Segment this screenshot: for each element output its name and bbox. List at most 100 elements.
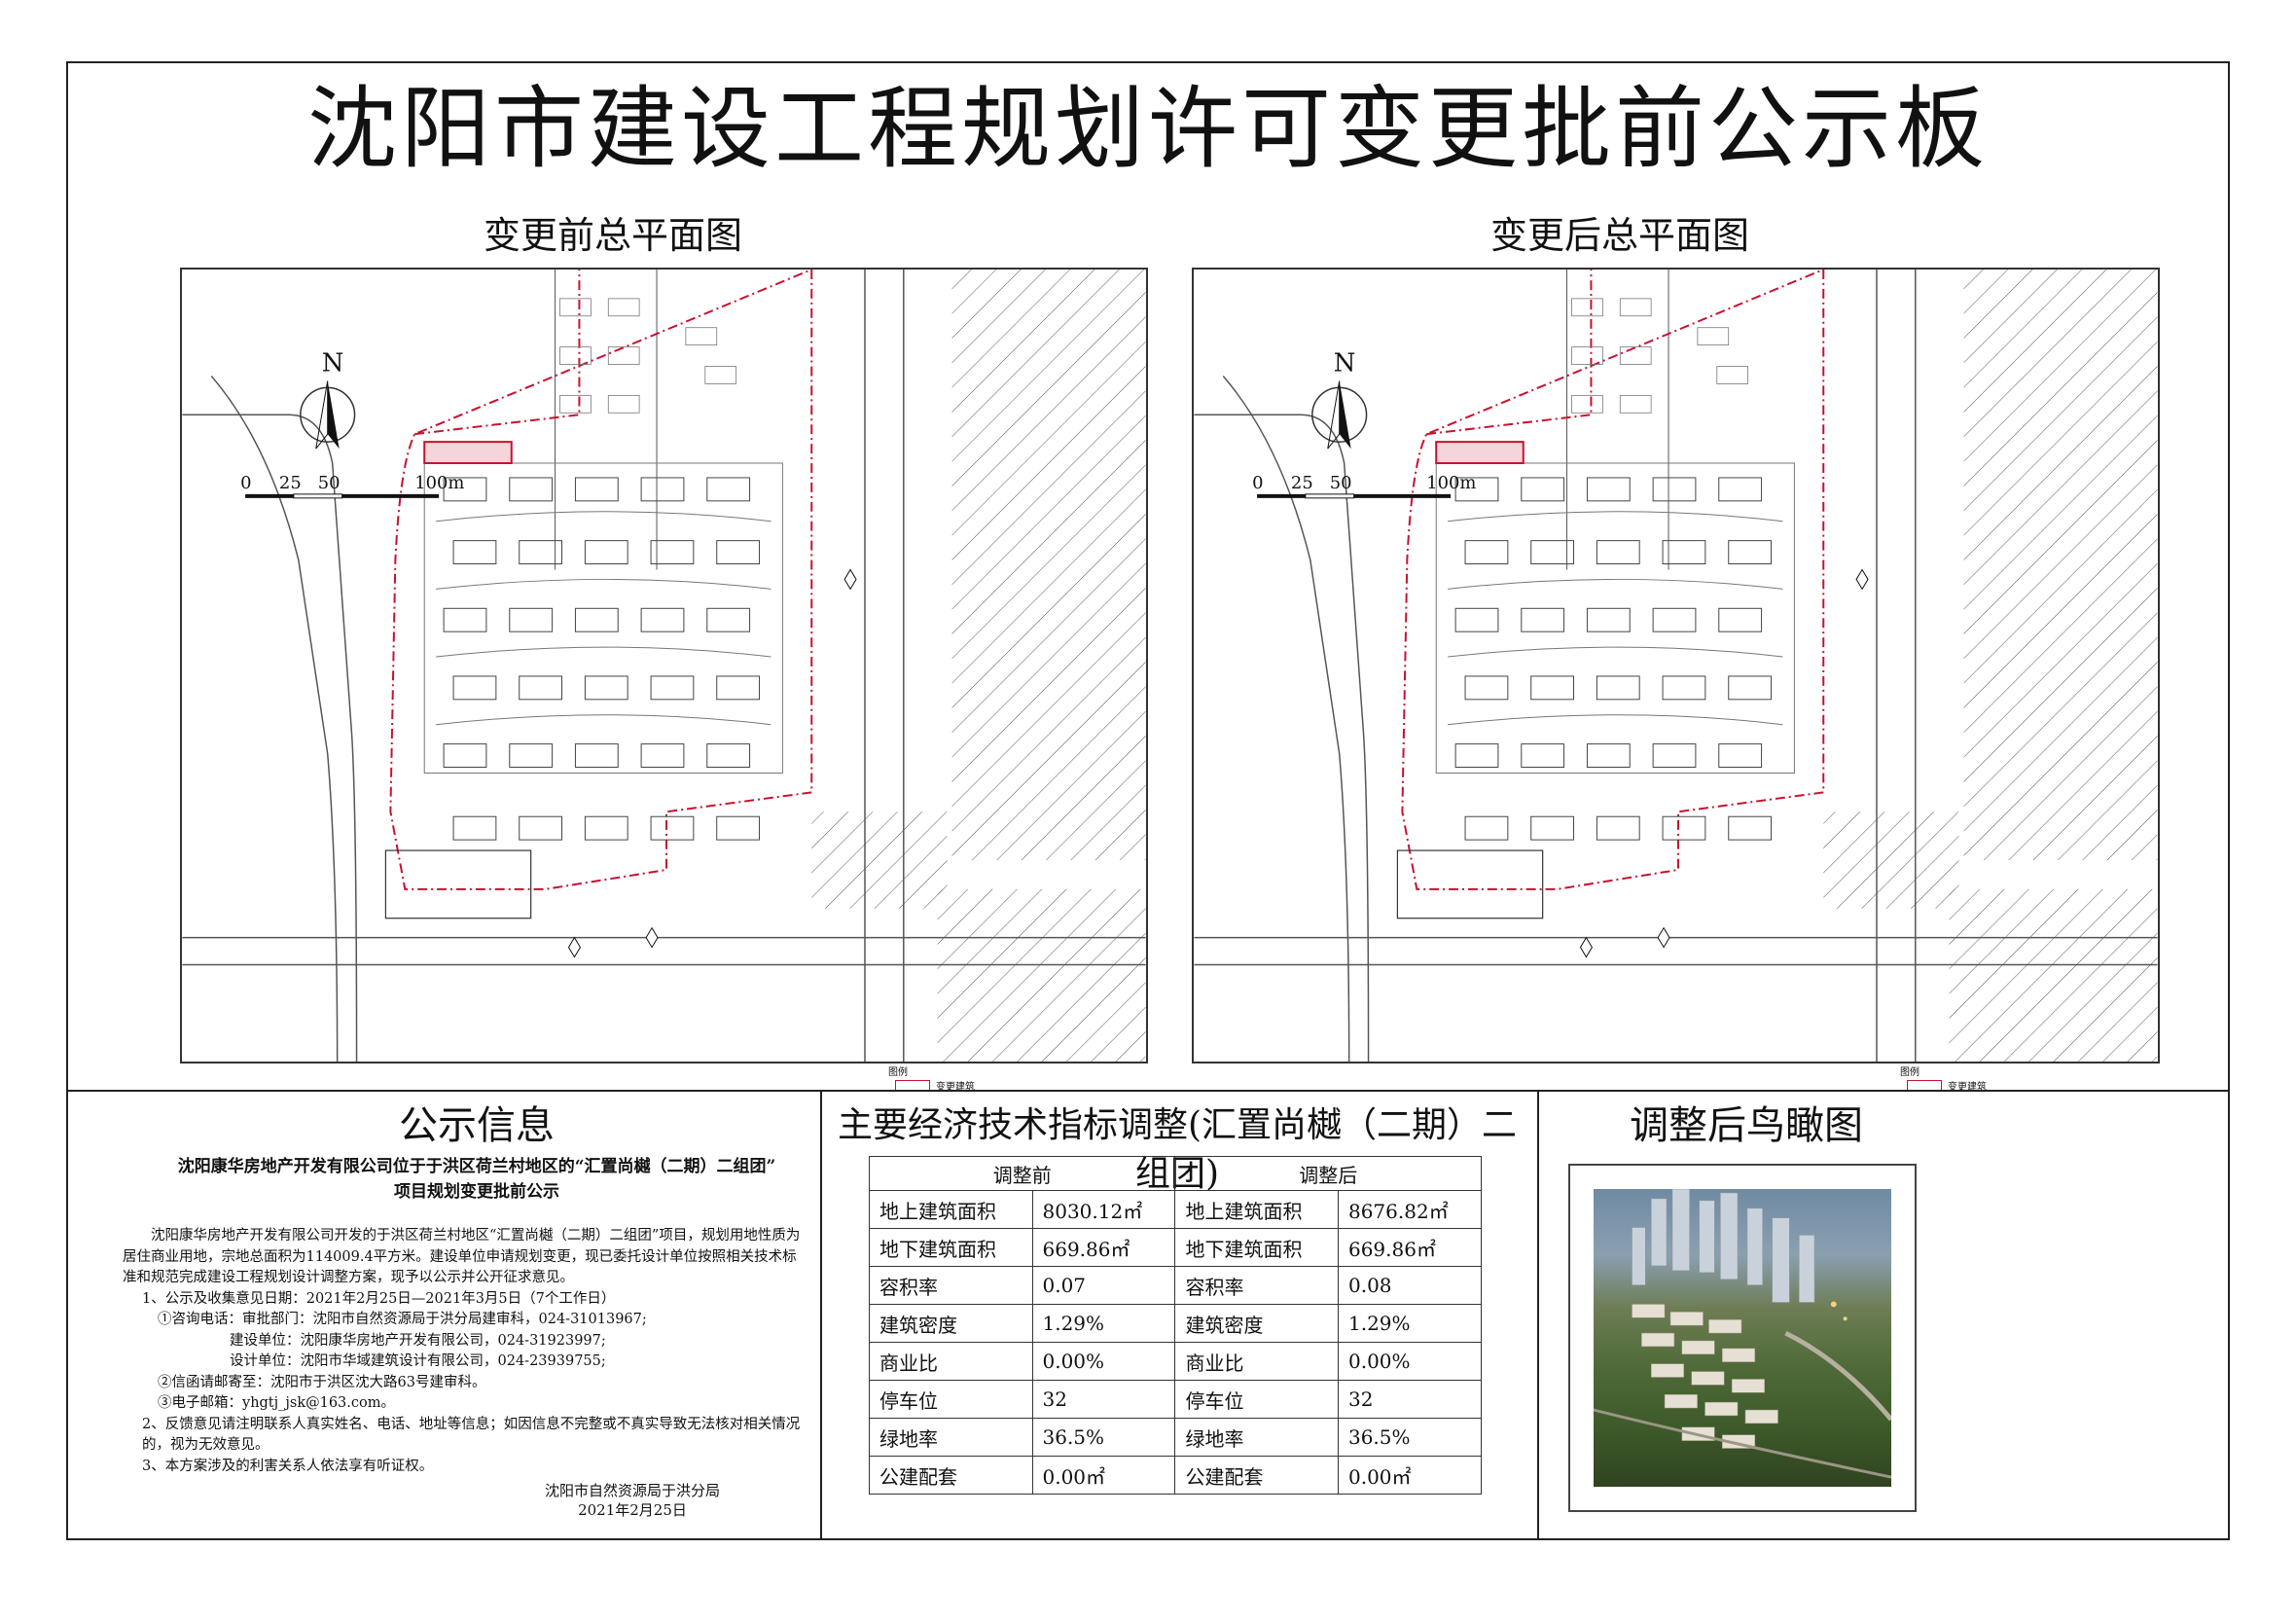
value-before: 8030.12㎡ [1031, 1190, 1176, 1229]
notice-item: 建设单位：沈阳康华房地产开发有限公司，024-31923997; [230, 1332, 606, 1349]
existing-building [607, 346, 640, 365]
scale-label: 50 [1330, 473, 1352, 493]
value-before: 0.07 [1031, 1266, 1176, 1305]
aerial-illustration [1594, 1189, 1891, 1479]
building [519, 540, 563, 565]
value-after: 0.00% [1337, 1342, 1483, 1381]
notice-signature: 沈阳市自然资源局于洪分局 [544, 1482, 720, 1499]
internal-road [1448, 578, 1783, 590]
internal-road [436, 646, 771, 658]
building [1728, 815, 1773, 841]
building [1662, 675, 1706, 701]
building [1596, 815, 1640, 841]
building [1652, 607, 1697, 632]
building [706, 477, 751, 502]
existing-building [1571, 346, 1603, 365]
notice-item: ③电子邮箱：yhgtj_jsk@163.com。 [158, 1395, 395, 1411]
value-before: 669.86㎡ [1031, 1228, 1176, 1267]
indicator-label: 停车位 [869, 1380, 1033, 1419]
road-line [182, 414, 358, 1062]
entrance-marker [843, 568, 857, 591]
after-plan-title: 变更后总平面图 [1489, 214, 1749, 257]
board-title: 沈阳市建设工程规划许可变更批前公示板 [306, 77, 1989, 181]
scale-label: 0 [240, 473, 251, 493]
hatched-zone [1949, 888, 2158, 1062]
internal-road [436, 511, 771, 523]
existing-building [1619, 346, 1652, 365]
scale-label: 25 [1291, 473, 1313, 493]
building [1586, 607, 1631, 632]
legend-title-before: 图例 [888, 1067, 908, 1078]
building [1728, 675, 1773, 701]
board-frame [66, 61, 2230, 1540]
building [650, 540, 695, 565]
building [1718, 607, 1763, 632]
road-line [210, 375, 339, 1062]
hatched-zone [1823, 811, 1959, 909]
legend-title-after: 图例 [1900, 1067, 1919, 1078]
indicator-label: 公建配套 [869, 1456, 1033, 1495]
north-arrow-outline [315, 380, 329, 450]
indicator-label: 容积率 [869, 1266, 1033, 1305]
building [1718, 477, 1763, 502]
indicator-label: 商业比 [869, 1342, 1033, 1381]
indicator-label: 绿地率 [869, 1418, 1033, 1457]
existing-building [1571, 394, 1603, 414]
column-header-before: 调整前 [868, 1156, 1176, 1191]
existing-building [607, 394, 640, 414]
before-plan-title: 变更前总平面图 [483, 214, 742, 257]
scale-bar-segment [1305, 493, 1355, 499]
notice-item: ①咨询电话：审批部门：沈阳市自然资源局于洪分局建审科，024-31013967; [158, 1312, 647, 1327]
internal-road [1435, 462, 1795, 774]
building [1596, 540, 1640, 565]
building [452, 675, 497, 701]
internal-road [436, 714, 771, 726]
building [1464, 675, 1509, 701]
building [443, 477, 487, 502]
building [519, 675, 563, 701]
indicator-label-after: 绿地率 [1174, 1418, 1339, 1457]
internal-road [1448, 714, 1783, 726]
scale-bar-segment [1353, 493, 1452, 498]
north-arrow-icon [327, 380, 340, 450]
value-after: 669.86㎡ [1337, 1228, 1483, 1267]
internal-road [436, 578, 771, 590]
notice-date: 2021年2月25日 [578, 1501, 687, 1519]
building [1652, 477, 1697, 502]
building [584, 540, 628, 565]
existing-building [1716, 366, 1749, 384]
indicator-label-after: 公建配套 [1174, 1456, 1339, 1495]
notice-item: 1、公示及收集意见日期：2021年2月25日—2021年3月5日（7个工作日） [142, 1290, 616, 1307]
existing-building [559, 394, 592, 414]
building [452, 815, 497, 841]
internal-road [1448, 511, 1783, 523]
hatched-zone [951, 270, 1146, 861]
existing-building [704, 366, 737, 384]
building [574, 743, 619, 768]
building [1586, 477, 1631, 502]
building [1521, 607, 1565, 632]
road-line [1222, 375, 1350, 1062]
building [640, 743, 685, 768]
building [1596, 675, 1640, 701]
existing-building [559, 346, 592, 365]
indicator-label-after: 容积率 [1174, 1266, 1339, 1305]
building [584, 815, 628, 841]
scale-bar-segment [245, 493, 294, 498]
aerial-view [1568, 1164, 1917, 1512]
value-after: 8676.82㎡ [1337, 1190, 1483, 1229]
building [509, 607, 554, 632]
hatched-zone [811, 811, 948, 909]
hatched-zone [937, 888, 1146, 1062]
building [509, 743, 554, 768]
entrance-marker [1657, 926, 1670, 949]
building [1464, 815, 1509, 841]
building [706, 607, 751, 632]
value-before: 1.29% [1031, 1304, 1176, 1343]
